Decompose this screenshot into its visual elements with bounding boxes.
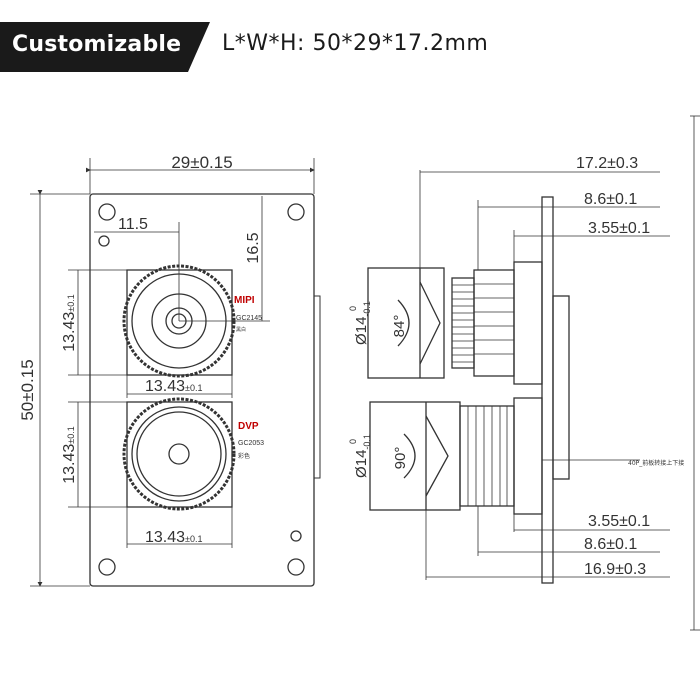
mipi-module-square	[126, 269, 233, 376]
badge-label: Customizable	[12, 32, 182, 57]
svg-text:13.43±0.1: 13.43±0.1	[61, 294, 78, 352]
svg-text:13.43±0.1: 13.43±0.1	[61, 426, 78, 484]
dvp-note-label: 彩色	[238, 452, 250, 460]
badge-background	[0, 22, 210, 72]
top-module-height-tol: ±0.1	[66, 294, 76, 311]
side-connector-bump	[552, 295, 570, 480]
bottom-lens-tol-lower: -0.1	[362, 434, 372, 450]
top-lens-tol-upper: 0	[348, 306, 358, 311]
dvp-sensor-label: GC2053	[238, 440, 264, 447]
bottom-lens-base	[513, 397, 543, 515]
small-depth-top-dim: 3.55±0.1	[588, 220, 650, 237]
side-connector	[313, 295, 321, 479]
svg-text:Ø14-0.1: Ø14-0.1	[353, 301, 372, 345]
dvp-label: DVP	[238, 421, 259, 432]
top-lens-holder	[473, 269, 515, 377]
bottom-module-height-dim: 13.43	[61, 444, 78, 484]
top-lens-diameter: Ø14	[353, 317, 370, 345]
mount-hole-bl	[98, 558, 116, 576]
total-depth-top-dim: 17.2±0.3	[576, 155, 638, 172]
top-lens-fov: 84°	[391, 315, 408, 338]
bottom-module-width-label: 13.43±0.1	[145, 529, 203, 546]
top-module-height-dim: 13.43	[61, 312, 78, 352]
side-pcb	[541, 196, 554, 584]
bottom-module-width-tol: ±0.1	[185, 534, 202, 544]
total-depth-bottom-dim: 16.9±0.3	[584, 561, 646, 578]
top-lens-tol-lower: -0.1	[362, 301, 372, 317]
board-height-dim: 50±0.15	[18, 359, 37, 420]
offset-x-dim: 11.5	[118, 216, 148, 233]
dvp-lens-outer	[122, 397, 236, 511]
mount-hole-tr	[287, 203, 305, 221]
mipi-sensor-label: GC2145	[236, 315, 262, 322]
top-lens-barrel	[367, 267, 445, 379]
dimensions-spec: L*W*H: 50*29*17.2mm	[222, 31, 488, 56]
bottom-lens-diameter: Ø14	[353, 450, 370, 478]
bottom-lens-tol-upper: 0	[348, 439, 358, 444]
mipi-label: MIPI	[234, 295, 255, 306]
top-module-width-dim: 13.43	[145, 378, 185, 395]
board-width-dim: 29±0.15	[171, 153, 232, 172]
bottom-module-width-dim: 13.43	[145, 529, 185, 546]
small-depth-bottom-dim: 3.55±0.1	[588, 513, 650, 530]
mid-depth-top-dim: 8.6±0.1	[584, 191, 637, 208]
small-hole-2	[290, 530, 302, 542]
bottom-module-height-label: 13.43±0.1	[61, 426, 78, 484]
mipi-note-label: 黑白	[236, 326, 246, 333]
bottom-lens-fov: 90°	[392, 447, 409, 470]
dvp-lens-inner	[136, 411, 222, 497]
side-view	[367, 115, 700, 631]
top-module-width-tol: ±0.1	[185, 383, 202, 393]
small-hole-1	[98, 235, 110, 247]
top-lens-diameter-label: Ø14-0.1 0	[348, 301, 372, 345]
spec-value: 50*29*17.2mm	[312, 31, 489, 56]
mount-hole-tl	[98, 203, 116, 221]
top-module-height-label: 13.43±0.1	[61, 294, 78, 352]
dvp-lens-ring	[131, 406, 227, 502]
offset-y-dim: 16.5	[245, 232, 262, 263]
top-lens-thread	[451, 277, 475, 369]
connector-note: 40P_前板转接上下接	[628, 459, 684, 467]
top-lens-base	[513, 261, 543, 385]
dvp-module-square	[126, 401, 233, 508]
front-view	[30, 158, 321, 587]
customizable-badge: Customizable	[0, 22, 210, 72]
bottom-module-height-tol: ±0.1	[66, 426, 76, 443]
spec-label: L*W*H:	[222, 31, 305, 56]
svg-text:Ø14-0.1: Ø14-0.1	[353, 434, 372, 478]
mid-depth-bottom-dim: 8.6±0.1	[584, 536, 637, 553]
dvp-lens-center	[168, 443, 190, 465]
bottom-lens-diameter-label: Ø14-0.1 0	[348, 434, 372, 478]
top-module-width-label: 13.43±0.1	[145, 378, 203, 395]
mount-hole-br	[287, 558, 305, 576]
